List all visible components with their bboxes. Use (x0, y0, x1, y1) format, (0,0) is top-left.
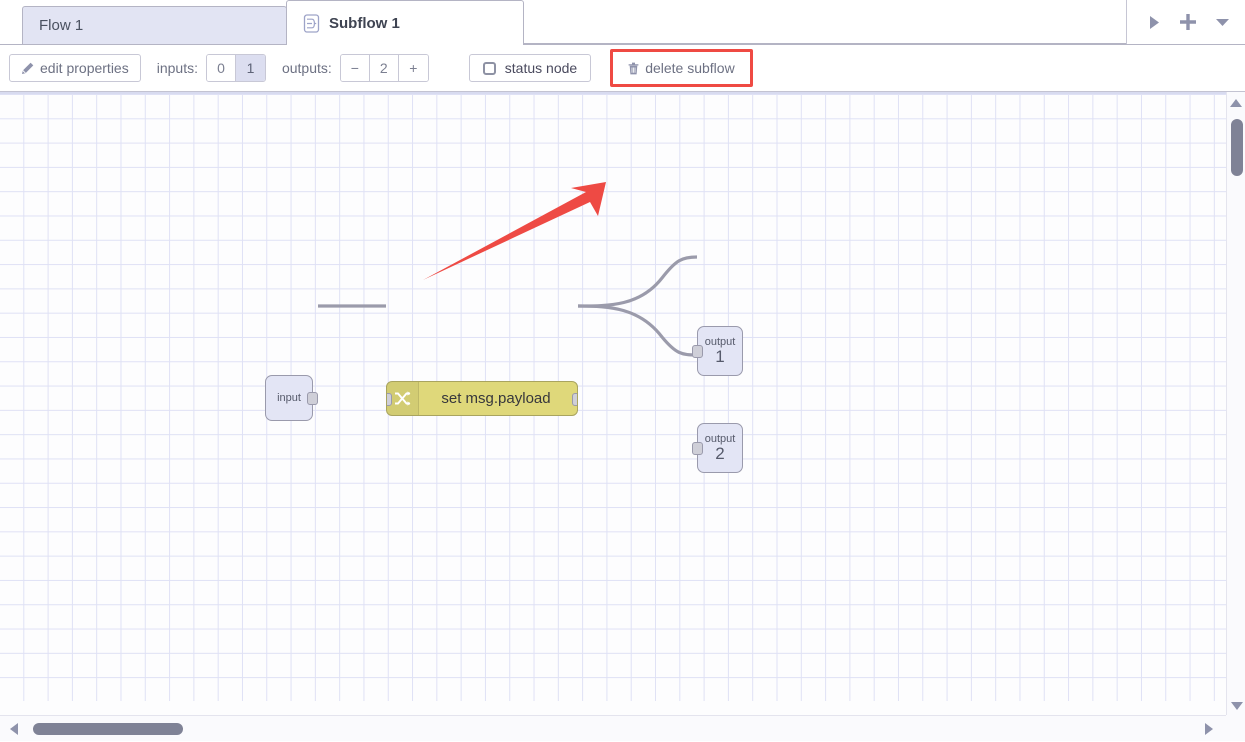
status-node-toggle[interactable]: status node (469, 54, 591, 82)
inputs-option-0[interactable]: 0 (207, 55, 236, 81)
change-node-output-port[interactable] (572, 393, 578, 406)
subflow-toolbar: edit properties inputs: 0 1 outputs: − 2… (0, 45, 1245, 92)
scroll-down-button[interactable] (1227, 696, 1245, 716)
subflow-input-node[interactable]: input (265, 375, 313, 421)
flow-menu-button[interactable] (1205, 5, 1239, 39)
inputs-option-1[interactable]: 1 (236, 55, 265, 81)
subflow-canvas[interactable]: input set msg.payload output 1 output 2 (0, 92, 1245, 720)
edit-properties-label: edit properties (40, 60, 129, 76)
edit-properties-button[interactable]: edit properties (9, 54, 141, 82)
scroll-up-button[interactable] (1227, 92, 1245, 114)
tab-subflow-1[interactable]: Subflow 1 (286, 0, 524, 45)
flow-tab-bar: Flow 1 Subflow 1 (0, 0, 1245, 45)
inputs-toggle[interactable]: 0 1 (206, 54, 266, 82)
subflow-output-node-2[interactable]: output 2 (697, 423, 743, 473)
change-node[interactable]: set msg.payload (386, 381, 578, 416)
tabs-region: Flow 1 Subflow 1 (0, 0, 1126, 44)
tab-bar-filler (523, 0, 1126, 44)
scroll-right-button[interactable] (1195, 716, 1223, 742)
horizontal-scroll-thumb[interactable] (33, 723, 183, 735)
add-flow-button[interactable] (1171, 5, 1205, 39)
subflow-icon (303, 14, 320, 33)
output-node-number: 2 (715, 445, 724, 463)
output-node-2-input-port[interactable] (692, 442, 703, 455)
subflow-output-node-1[interactable]: output 1 (697, 326, 743, 376)
scroll-tabs-right-button[interactable] (1137, 5, 1171, 39)
delete-subflow-highlight: delete subflow (610, 49, 753, 87)
outputs-stepper: − 2 + (340, 54, 429, 82)
horizontal-scrollbar[interactable] (0, 715, 1245, 741)
tab-label: Flow 1 (39, 17, 83, 34)
delete-subflow-button[interactable]: delete subflow (616, 55, 747, 81)
change-node-label: set msg.payload (419, 390, 577, 407)
scrollbar-corner (1226, 715, 1245, 741)
tab-controls (1126, 0, 1245, 44)
change-node-input-port[interactable] (386, 393, 392, 406)
status-node-checkbox[interactable] (483, 62, 496, 75)
output-node-number: 1 (715, 348, 724, 366)
tab-flow-1[interactable]: Flow 1 (22, 6, 287, 44)
outputs-decrement-button[interactable]: − (341, 55, 370, 81)
output-node-1-input-port[interactable] (692, 345, 703, 358)
outputs-label: outputs: (282, 60, 332, 76)
trash-icon (628, 62, 639, 75)
input-node-output-port[interactable] (307, 392, 318, 405)
pencil-icon (21, 62, 34, 75)
vertical-scrollbar[interactable] (1226, 92, 1245, 720)
delete-subflow-label: delete subflow (645, 60, 735, 76)
input-node-label: input (277, 392, 301, 404)
node-layer: input set msg.payload output 1 output 2 (0, 92, 1226, 701)
status-node-label: status node (505, 60, 577, 76)
scroll-left-button[interactable] (0, 716, 28, 742)
outputs-increment-button[interactable]: + (399, 55, 428, 81)
vertical-scroll-thumb[interactable] (1231, 119, 1243, 176)
tab-label: Subflow 1 (329, 15, 400, 32)
inputs-label: inputs: (157, 60, 198, 76)
outputs-value: 2 (370, 55, 399, 81)
